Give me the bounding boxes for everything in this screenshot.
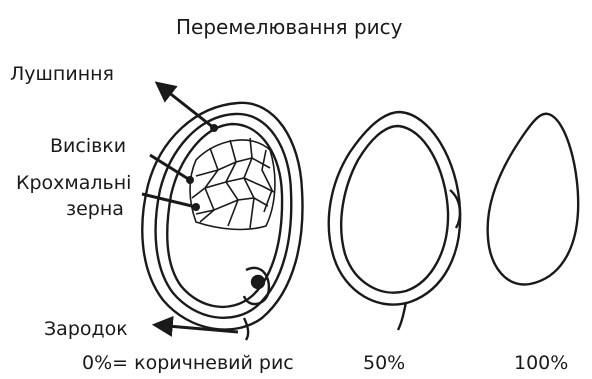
inner-layer [167, 124, 282, 307]
white-kernel [488, 114, 579, 285]
bran-layer [156, 114, 292, 318]
bran-tail [244, 318, 248, 340]
arrow-bran [150, 155, 190, 180]
label-starch-line1: Крохмальні [16, 172, 131, 194]
label-starch-line2: зерна [66, 198, 124, 220]
half-outer [329, 112, 460, 305]
diagram-title: Перемелювання рису [176, 16, 402, 38]
stage-full: 100% [514, 352, 568, 374]
stage-brown-rice: 0%= коричневий рис [82, 352, 294, 374]
bran-dot [186, 176, 194, 184]
grain-half-milled [329, 112, 460, 330]
starch-grain-cells [190, 138, 275, 229]
husk-dot [210, 124, 218, 132]
grain-brown-rice [142, 103, 302, 340]
husk-layer [142, 103, 302, 330]
label-germ: Зародок [44, 318, 128, 340]
germ-shape [252, 276, 264, 288]
label-bran: Висівки [50, 135, 126, 157]
arrow-husk [158, 84, 214, 128]
grain-white-rice [488, 114, 579, 285]
starch-dot [192, 203, 200, 211]
label-husk: Лушпиння [10, 63, 114, 85]
half-inner [341, 126, 448, 293]
stage-half: 50% [363, 352, 405, 374]
